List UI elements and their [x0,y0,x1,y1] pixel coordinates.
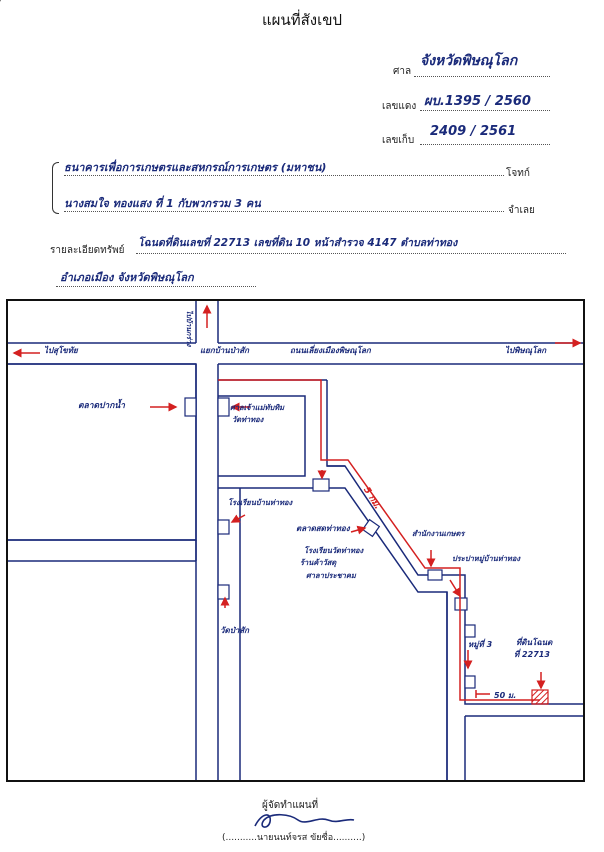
target-property-marker [531,689,549,705]
property-label: รายละเอียดทรัพย์ [50,245,125,256]
court-dotted-line [414,76,550,77]
signature-image [254,813,355,828]
center-place-1: ตลาดสดท่าทอง [296,524,350,533]
property-dotted-line1 [136,253,566,254]
signer-role: ผู้จัดทำแผนที่ [262,800,319,811]
center-place-2: โรงเรียนวัดท่าทอง [304,546,364,555]
road-label-top-left: ไปสุโขทัย [44,346,78,355]
defendant-dotted-line [64,211,504,212]
route-to-property [218,379,540,701]
target-label-1: ที่ดินโฉนด [516,638,553,647]
road-label-top-center: ถนนเลี่ยงเมืองพิษณุโลก [290,346,371,355]
center-place-3: ร้านค้าวัสดุ [300,558,337,567]
court-value: จังหวัดพิษณุโลก [420,53,518,69]
page-title: แผนที่สังเขป [262,11,342,29]
school-place-label: โรงเรียนบ้านท่าทอง [228,498,293,507]
road-network [8,301,583,780]
temple-place-label: ศาลเจ้าแม่ทับทิม [230,403,285,412]
storage-number-value: 2409 / 2561 [430,124,517,139]
plaintiff-dotted-line [64,175,504,176]
irrigation-label: สำนักงานเกษตร [412,529,465,538]
plaintiff-value: ธนาคารเพื่อการเกษตรและสหกรณ์การเกษตร (มห… [64,161,327,174]
map-frame [6,299,585,782]
plaintiff-label: โจทก์ [506,168,530,179]
left-place-label: ตลาดปากน้ำ [78,401,125,411]
parties-bracket [52,162,59,214]
storage-number-dotted-line [420,144,550,145]
center-place-4: ศาลาประชาคม [306,571,356,580]
bottom-distance-label: 50 ม. [494,691,517,700]
storage-number-label: เลขเก็บ [382,135,415,146]
red-number-label: เลขแดง [382,101,417,112]
canal-label: ประปาหมู่บ้านท่าทอง [452,554,521,563]
property-dotted-line2 [56,286,256,287]
temple-place-label-2: วัดท่าทอง [232,415,264,424]
signer-name: (...........นายนนท์จรส ขัยซื่อ..........… [222,833,366,843]
defendant-value: นางสมใจ ทองแสง ที่ 1 กับพวกรวม 3 คน [64,197,261,210]
property-line2: อำเภอเมือง จังหวัดพิษณุโลก [60,271,194,284]
road-label-top-mid: แยกบ้านป่าสัก [200,346,250,355]
red-number-value: ผบ.1395 / 2560 [424,94,531,109]
road-label-top-right: ไปพิษณุโลก [505,346,547,355]
road-label-vertical: ไปบ้านกร่าง [185,310,193,347]
court-label: ศาล [393,66,412,77]
shrine-place-label: วัดป่าสัก [220,626,249,635]
direction-arrows [12,304,582,698]
property-line1: โฉนดที่ดินเลขที่ 22713 เลขที่ดิน 10 หน้า… [138,237,458,249]
village-label: หมู่ที่ 3 [468,640,493,649]
target-label-2: ที่ 22713 [514,650,550,659]
defendant-label: จำเลย [508,205,535,216]
map-buildings [184,397,476,689]
red-number-dotted-line [420,110,550,111]
